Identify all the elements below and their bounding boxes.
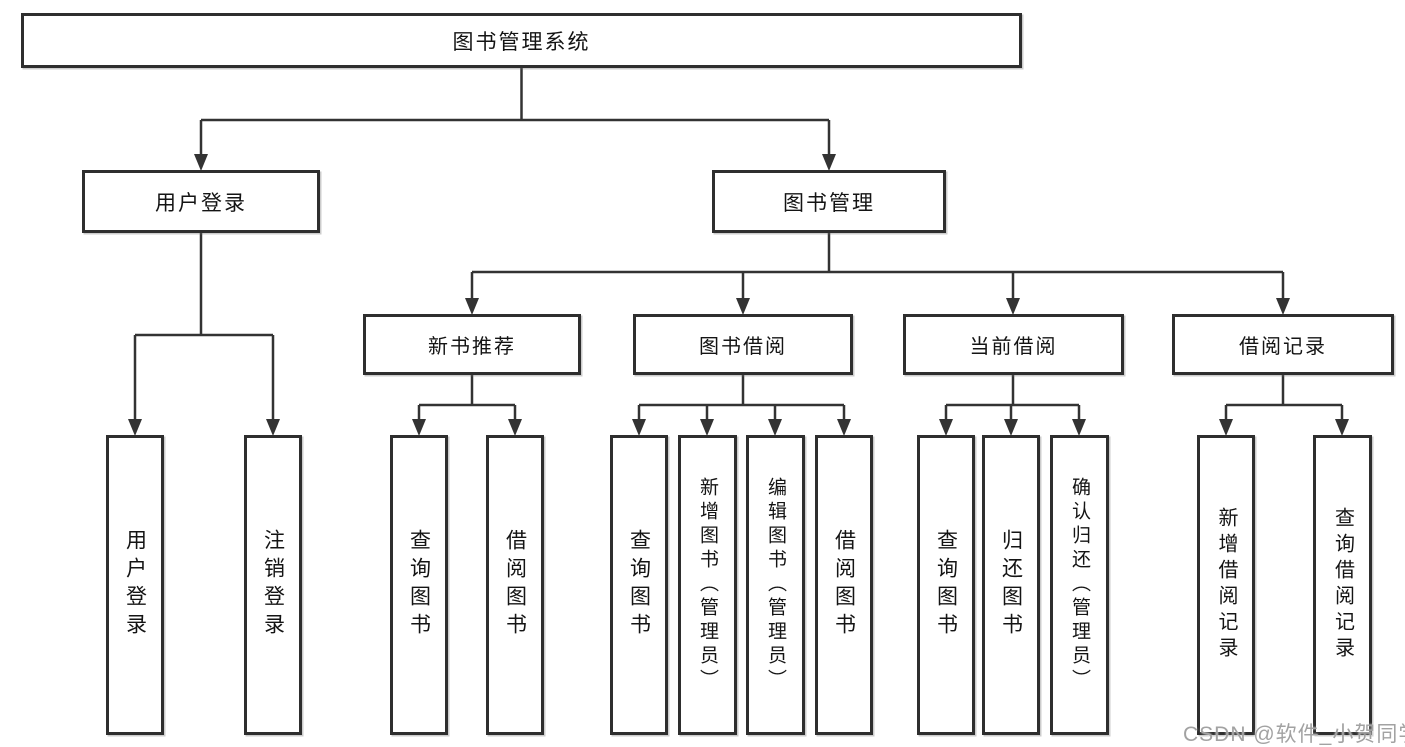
node-root: 图书管理系统 [21,13,1022,68]
leaf-edit-book-admin: 编辑图书（管理员） [746,435,805,735]
leaf-add-borrow-record-label: 新增借阅记录 [1215,507,1237,663]
arrowheads-root-to-branches [194,154,836,171]
node-new-book-recommend-label: 新书推荐 [428,336,516,358]
leaf-borrow-query-books-label: 查询图书 [627,529,651,641]
arrowheads-book-borrow-to-leaves [632,419,851,436]
node-user-login-label: 用户登录 [155,191,247,215]
leaf-current-query-books-label: 查询图书 [934,529,958,641]
leaf-borrow-books: 借阅图书 [815,435,873,735]
leaf-user-login: 用户登录 [106,435,164,735]
node-current-borrow: 当前借阅 [903,314,1124,375]
node-borrow-records: 借阅记录 [1172,314,1394,375]
csdn-watermark: CSDN @软件_小贺同学 [1183,723,1405,746]
connector-book-management-to-modules [470,233,1285,299]
node-user-login: 用户登录 [82,170,320,233]
leaf-recommend-query-books: 查询图书 [390,435,448,735]
leaf-recommend-query-books-label: 查询图书 [407,529,431,641]
node-book-management: 图书管理 [712,170,946,233]
leaf-query-borrow-record-label: 查询借阅记录 [1331,507,1354,663]
leaf-user-login-label: 用户登录 [123,529,147,641]
arrowheads-user-login-to-leaves [128,419,280,436]
connector-user-login-to-leaves [133,233,275,420]
node-current-borrow-label: 当前借阅 [969,336,1058,358]
leaf-query-borrow-record: 查询借阅记录 [1313,435,1372,735]
leaf-edit-book-admin-label: 编辑图书（管理员） [765,477,786,693]
node-book-borrow-label: 图书借阅 [699,336,787,358]
leaf-borrow-books-label: 借阅图书 [832,529,856,641]
leaf-current-query-books: 查询图书 [917,435,975,735]
arrowheads-borrow-records-to-leaves [1219,419,1349,436]
leaf-recommend-borrow-books-label: 借阅图书 [503,529,527,641]
connector-book-borrow-to-leaves [637,375,846,420]
leaf-return-books-label: 归还图书 [999,529,1023,641]
leaf-logout: 注销登录 [244,435,302,735]
arrowheads-book-management-to-modules [465,298,1290,315]
arrowheads-new-book-recommend-to-leaves [412,419,522,436]
leaf-recommend-borrow-books: 借阅图书 [486,435,544,735]
connector-borrow-records-to-leaves [1224,375,1344,420]
leaf-add-book-admin: 新增图书（管理员） [678,435,737,735]
leaf-confirm-return-admin: 确认归还（管理员） [1050,435,1109,735]
leaf-logout-label: 注销登录 [261,529,285,641]
node-root-label: 图书管理系统 [452,30,591,54]
leaf-confirm-return-admin-label: 确认归还（管理员） [1069,477,1090,693]
connector-root-to-branches [199,68,831,155]
connector-current-borrow-to-leaves [944,375,1081,420]
connector-new-book-recommend-to-leaves [417,375,517,420]
arrowheads-current-borrow-to-leaves [939,419,1086,436]
leaf-return-books: 归还图书 [982,435,1040,735]
node-new-book-recommend: 新书推荐 [363,314,581,375]
leaf-borrow-query-books: 查询图书 [610,435,668,735]
node-borrow-records-label: 借阅记录 [1239,336,1327,358]
leaf-add-borrow-record: 新增借阅记录 [1197,435,1255,735]
node-book-management-label: 图书管理 [783,191,875,215]
leaf-add-book-admin-label: 新增图书（管理员） [697,477,718,693]
node-book-borrow: 图书借阅 [633,314,853,375]
